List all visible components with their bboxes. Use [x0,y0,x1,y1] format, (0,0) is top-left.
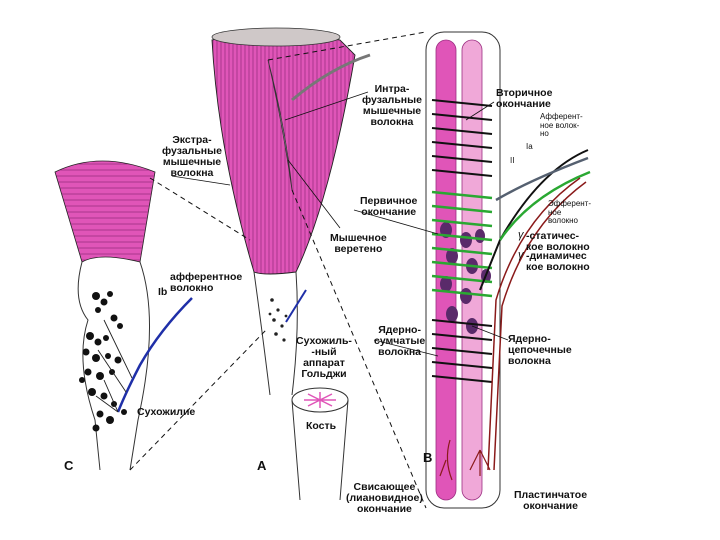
symbol-gamma-static: γ [518,230,524,241]
label-flower-spray: Свисающее (лиановидное) окончание [346,482,423,515]
panel-a-cross-section [212,28,340,46]
bone-marrow-pattern [304,392,336,408]
code-ii: II [510,157,514,166]
panel-label-c: C [64,460,73,471]
panel-c-muscle-fibers [55,161,155,262]
label-efferent-fiber: Эфферент- ное волокно [548,200,591,226]
code-ib: Ib [158,287,167,298]
label-extrafusal: Экстра- фузальные мышечные волокна [162,135,222,179]
afferent-fiber-a [286,290,306,322]
panel-label-b: B [423,452,432,463]
label-afferent-fibers: Афферент- ное волок- но [540,113,583,139]
label-primary-ending: Первичное окончание [360,196,417,218]
label-gamma-dynamic: -динамичес кое волокно [526,251,590,273]
golgi-organ-a-dots [269,298,288,341]
label-secondary-ending: Вторичное окончание [496,88,552,110]
panel-c-tendon-organ [55,161,192,470]
afferent-ib-fiber [118,298,192,412]
label-afferent-ib: афферентное волокно [170,272,242,294]
bag-fiber-1 [436,40,456,500]
panel-a-muscle [212,28,370,500]
panel-label-a: A [257,460,266,471]
bone-shaft [292,400,348,500]
label-golgi: Сухожиль- -ный аппарат Гольджи [296,336,352,380]
code-ia: Ia [526,143,533,152]
label-bone: Кость [306,421,336,432]
label-nuclear-bag: Ядерно- сумчатые волокна [374,325,425,358]
label-spindle: Мышечное веретено [330,233,387,255]
label-intrafusal: Интра- фузальные мышечные волокна [362,84,422,128]
symbol-gamma-dynamic: γ [518,250,524,261]
label-tendon: Сухожилие [137,407,195,418]
label-nuclear-chain: Ядерно- цепочечные волокна [508,334,572,367]
label-plate-ending: Пластинчатое окончание [514,490,587,512]
